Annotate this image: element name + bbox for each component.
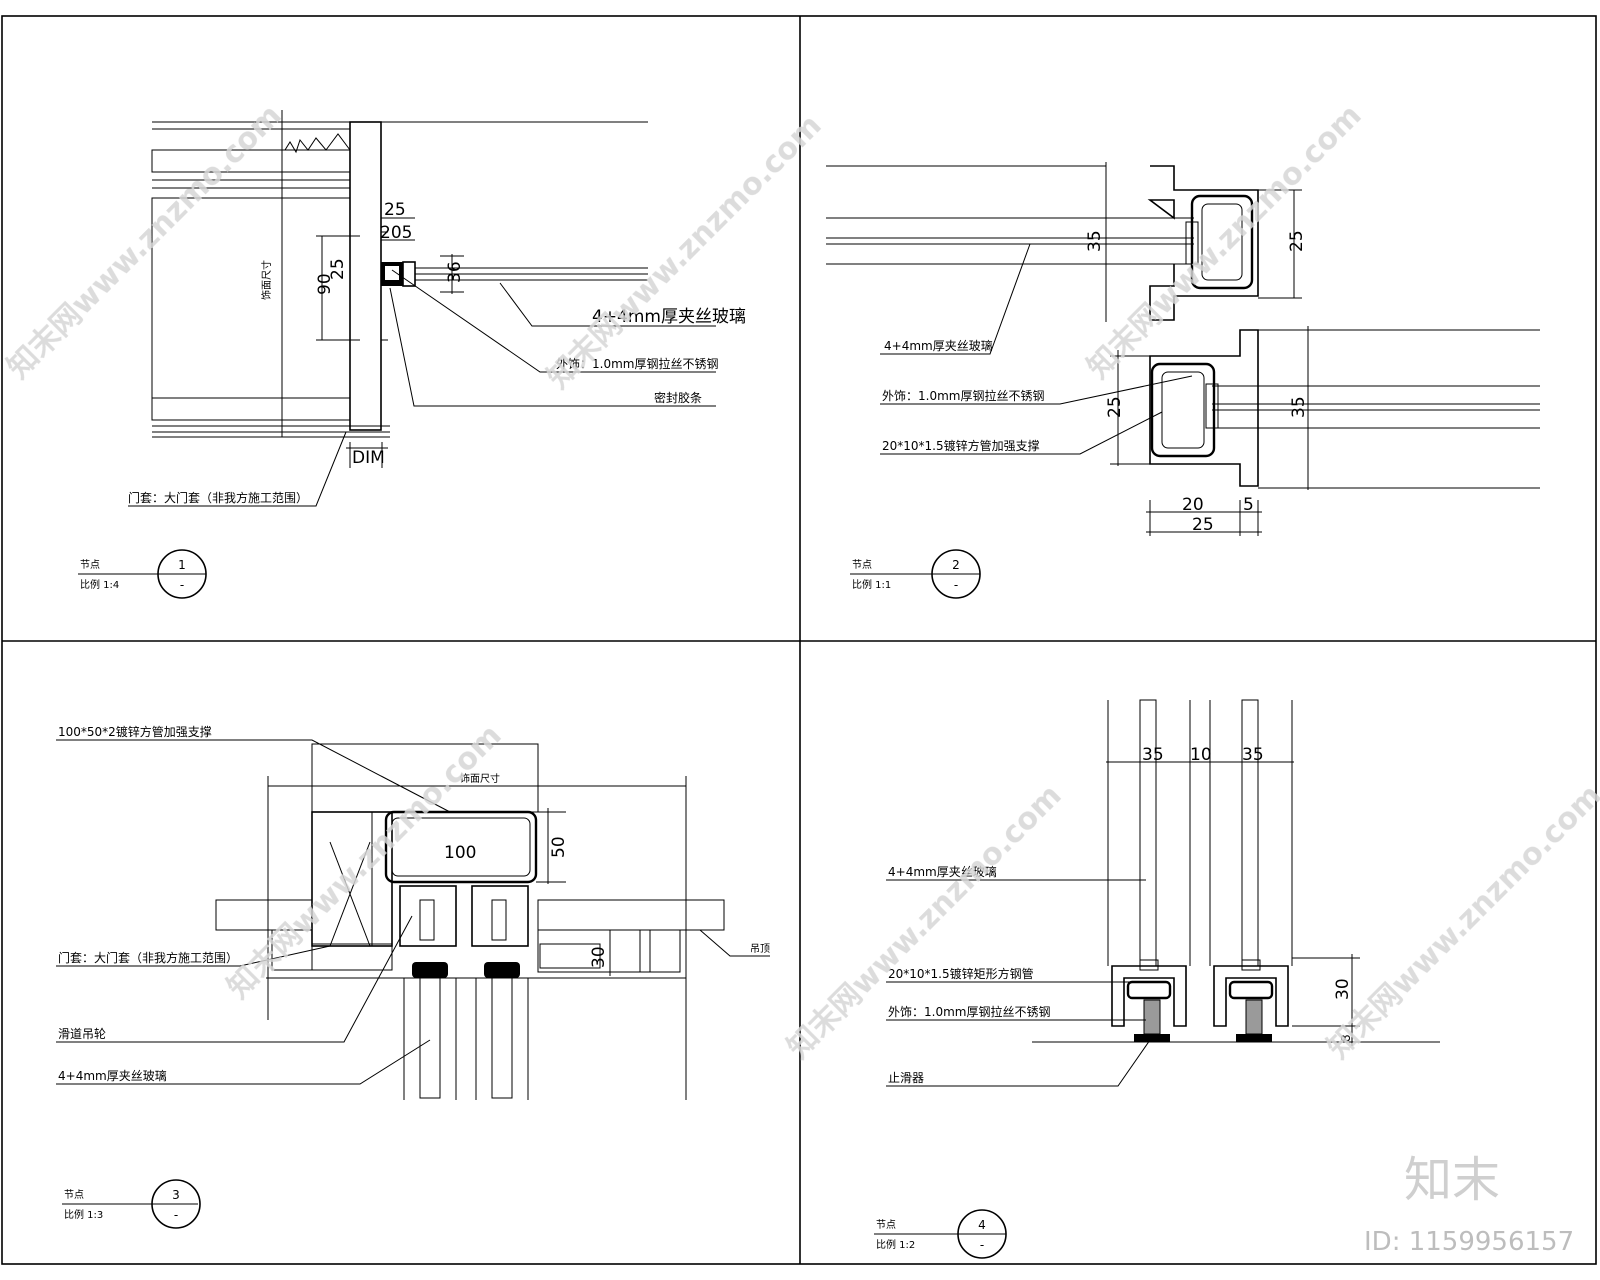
dim-35b: 35: [1289, 396, 1309, 418]
dim-25a: 25: [1287, 230, 1307, 252]
detail-1: 饰面尺寸 25 205 90 25 36: [78, 110, 746, 599]
detail-2: 35 25 25 35: [826, 162, 1540, 599]
title-name-2: 节点: [852, 559, 872, 571]
dim-25b: 25: [328, 258, 348, 280]
title-scale-1: 比例 1:4: [80, 578, 119, 591]
title-scale-4: 比例 1:2: [876, 1238, 915, 1251]
title-block-1: 节点 比例 1:4 1 -: [78, 549, 207, 599]
dim-5: 5: [1243, 495, 1254, 515]
callout-glass-2: 4+4mm厚夹丝玻璃: [884, 339, 993, 353]
watermark-text: 知末网www.znzmo.com: [1321, 778, 1600, 1066]
title-name-3: 节点: [64, 1189, 84, 1201]
title-name-1: 节点: [80, 559, 100, 571]
dim-8-4: 8: [1339, 1034, 1353, 1042]
callout-wheel-3: 滑道吊轮: [58, 1027, 106, 1041]
title-num-4: 4: [978, 1218, 986, 1232]
dim-25c: 25: [1192, 515, 1214, 535]
callout-finish-2: 外饰：1.0mm厚钢拉丝不锈钢: [882, 388, 1044, 403]
title-block-2: 节点 比例 1:1 2 -: [850, 549, 981, 599]
title-block-3: 节点 比例 1:3 3 -: [62, 1179, 201, 1229]
image-id-label: ID: 1159956157: [1364, 1227, 1574, 1257]
callouts-2: 4+4mm厚夹丝玻璃 外饰：1.0mm厚钢拉丝不锈钢 20*10*1.5镀锌方管…: [880, 243, 1193, 455]
title-sheet-1: -: [180, 578, 184, 592]
callout-seal-1: 密封胶条: [654, 390, 702, 405]
dim-25: 25: [384, 200, 406, 220]
callout-glass-1: 4+4mm厚夹丝玻璃: [592, 307, 746, 327]
detail-3: 饰面尺寸 100 50 30: [56, 724, 770, 1229]
glass-frame: [381, 261, 648, 287]
dim-100: 100: [444, 843, 476, 863]
dim-10-4: 10: [1190, 745, 1212, 765]
callouts-1: 4+4mm厚夹丝玻璃 外饰：1.0mm厚钢拉丝不锈钢 密封胶条 门套：大门套（非…: [128, 269, 746, 507]
dim-50: 50: [549, 836, 569, 858]
watermark-text: 知末网www.znzmo.com: [781, 778, 1069, 1066]
callout-tube-2: 20*10*1.5镀锌方管加强支撑: [882, 438, 1040, 453]
dim-205: 205: [380, 223, 412, 243]
facing-size-3: 饰面尺寸: [460, 772, 500, 785]
callout-door-3: 门套：大门套（非我方施工范围）: [58, 950, 238, 965]
title-sheet-4: -: [980, 1238, 984, 1252]
upper-profile: 35 25: [826, 162, 1307, 322]
wall-section: 饰面尺寸: [151, 110, 648, 438]
callout-glass-4: 4+4mm厚夹丝玻璃: [888, 865, 997, 879]
brand-logo: 知末: [1404, 1152, 1500, 1208]
title-name-4: 节点: [876, 1219, 896, 1231]
title-num-3: 3: [172, 1188, 180, 1202]
title-sheet-3: -: [174, 1208, 178, 1222]
watermark-text: 知末网www.znzmo.com: [541, 108, 829, 396]
dim-20: 20: [1182, 495, 1204, 515]
watermark-text: 知末网www.znzmo.com: [1081, 98, 1369, 386]
dim-25b: 25: [1105, 396, 1125, 418]
dimensions-1: 25 205 90 25 36 DIM: [315, 200, 465, 468]
callout-glass-3: 4+4mm厚夹丝玻璃: [58, 1069, 167, 1083]
callout-door-1: 门套：大门套（非我方施工范围）: [128, 490, 308, 505]
callout-finish-4: 外饰：1.0mm厚钢拉丝不锈钢: [888, 1004, 1050, 1019]
callout-ceiling-3: 吊顶: [750, 943, 770, 955]
dimensions-4: 30 8: [1292, 954, 1360, 1046]
sliding-tracks: [399, 885, 529, 1100]
lower-profile: 25 35 20 5 25: [1105, 326, 1540, 536]
title-num-2: 2: [952, 558, 960, 572]
dim-box: DIM: [352, 448, 385, 468]
title-sheet-2: -: [954, 578, 958, 592]
detail-4: 35 10 35 30 8 4+4mm厚夹丝玻璃 20*10*1: [874, 699, 1440, 1259]
title-scale-2: 比例 1:1: [852, 578, 891, 591]
dim-30-4: 30: [1333, 978, 1353, 1000]
ceiling-section: 饰面尺寸 100 50 30: [215, 743, 725, 1100]
watermark-text: 知末网www.znzmo.com: [1, 98, 289, 386]
dim-36: 36: [445, 261, 465, 283]
dim-35a-4: 35: [1142, 745, 1164, 765]
callouts-4: 4+4mm厚夹丝玻璃 20*10*1.5镀锌矩形方钢管 外饰：1.0mm厚钢拉丝…: [886, 865, 1151, 1087]
dim-35b-4: 35: [1242, 745, 1264, 765]
callouts-3: 100*50*2镀锌方管加强支撑 门套：大门套（非我方施工范围） 滑道吊轮 4+…: [56, 724, 770, 1085]
door-leaves: 35 10 35: [1032, 699, 1440, 1043]
title-block-4: 节点 比例 1:2 4 -: [874, 1209, 1007, 1259]
callout-stop-4: 止滑器: [888, 1071, 924, 1085]
callout-finish-1: 外饰：1.0mm厚钢拉丝不锈钢: [556, 356, 718, 371]
facing-size-label: 饰面尺寸: [260, 260, 273, 300]
title-num-1: 1: [178, 558, 186, 572]
dim-35a: 35: [1085, 230, 1105, 252]
sheet-frame: [1, 15, 1597, 1265]
dim-90: 90: [315, 273, 335, 295]
dim-30: 30: [589, 946, 609, 968]
callout-beam-3: 100*50*2镀锌方管加强支撑: [58, 724, 212, 739]
callout-tube-4: 20*10*1.5镀锌矩形方钢管: [888, 966, 1034, 981]
title-scale-3: 比例 1:3: [64, 1208, 103, 1221]
